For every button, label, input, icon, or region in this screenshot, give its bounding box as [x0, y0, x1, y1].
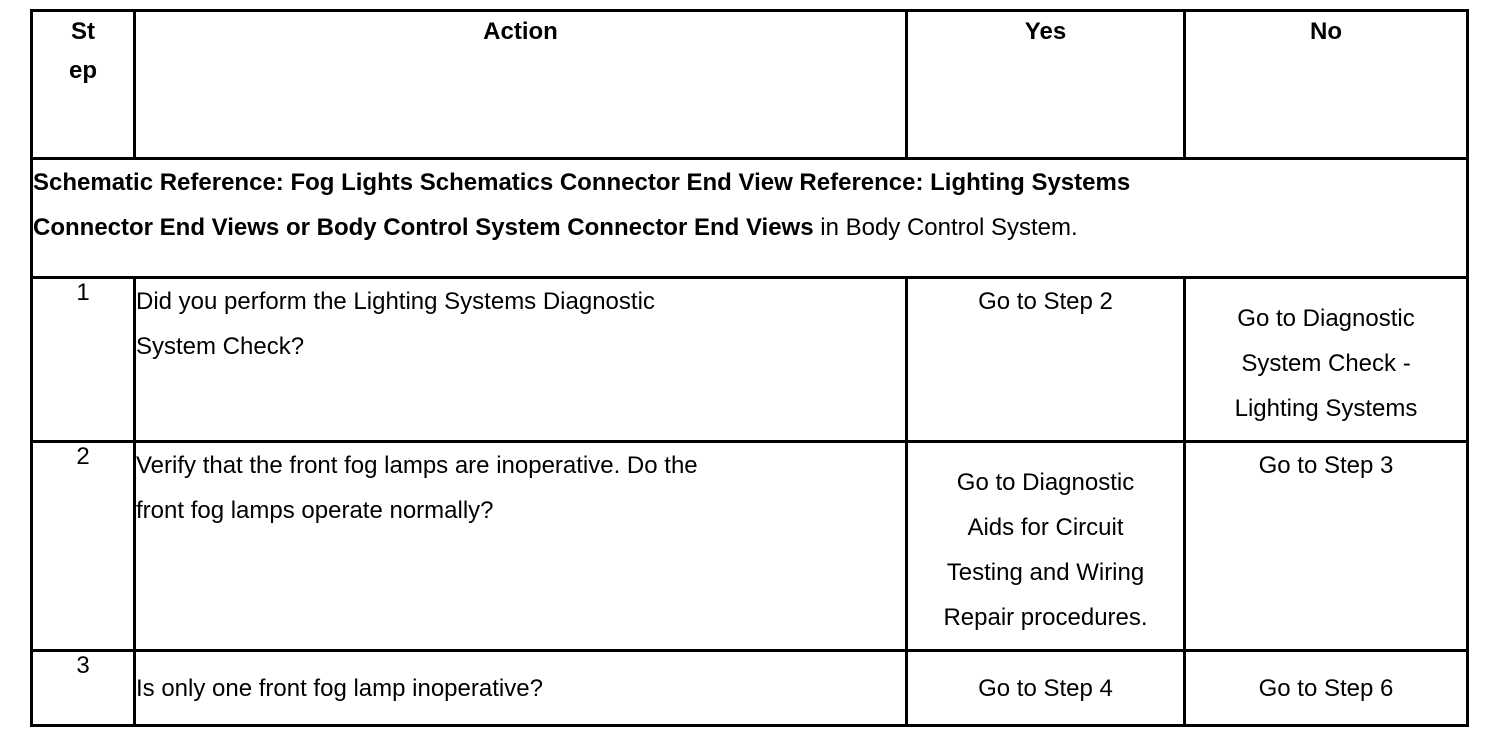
no-line: Go to Step 6	[1258, 674, 1394, 702]
no-line: System Check -	[1241, 350, 1411, 377]
reference-row: Schematic Reference: Fog Lights Schemati…	[30, 157, 1469, 279]
action-line: front fog lamps operate normally?	[136, 497, 494, 524]
header-step: St ep	[30, 9, 136, 160]
table-row: 1 Did you perform the Lighting Systems D…	[30, 276, 1469, 443]
no-line: Go to Diagnostic	[1237, 305, 1415, 332]
yes-line: Go to Step 2	[978, 288, 1113, 315]
yes-line: Testing and Wiring	[946, 559, 1145, 586]
no-cell: Go to Diagnostic System Check - Lighting…	[1183, 276, 1469, 443]
header-action: Action	[133, 9, 908, 160]
yes-cell: Go to Step 2	[905, 276, 1186, 443]
header-yes: Yes	[905, 9, 1186, 160]
header-row: St ep Action Yes No	[30, 9, 1469, 160]
action-cell: Is only one front fog lamp inoperative?	[133, 649, 908, 727]
no-line: Go to Step 3	[1258, 452, 1394, 479]
no-line: Lighting Systems	[1234, 395, 1418, 422]
diagnostic-table: St ep Action Yes No Schematic Reference:…	[30, 9, 1469, 727]
action-cell: Did you perform the Lighting Systems Dia…	[133, 276, 908, 443]
action-line: Verify that the front fog lamps are inop…	[136, 452, 698, 479]
action-line: Did you perform the Lighting Systems Dia…	[136, 288, 655, 315]
reference-normal: in Body Control System.	[813, 214, 1078, 241]
yes-line: Go to Step 4	[978, 674, 1113, 702]
table-row: 3 Is only one front fog lamp inoperative…	[30, 649, 1469, 727]
header-no: No	[1183, 9, 1469, 160]
yes-line: Go to Diagnostic	[956, 469, 1135, 496]
step-number: 3	[30, 649, 136, 727]
yes-line: Repair procedures.	[943, 604, 1148, 631]
step-number: 2	[30, 440, 136, 652]
reference-cell: Schematic Reference: Fog Lights Schemati…	[30, 157, 1469, 279]
yes-cell: Go to Step 4	[905, 649, 1186, 727]
header-step-line2: ep	[68, 57, 97, 84]
yes-line: Aids for Circuit	[967, 514, 1124, 541]
table-row: 2 Verify that the front fog lamps are in…	[30, 440, 1469, 652]
yes-cell: Go to Diagnostic Aids for Circuit Testin…	[905, 440, 1186, 652]
action-line: System Check?	[136, 333, 305, 360]
reference-bold-1: Schematic Reference: Fog Lights Schemati…	[33, 169, 1131, 196]
action-cell: Verify that the front fog lamps are inop…	[133, 440, 908, 652]
no-cell: Go to Step 3	[1183, 440, 1469, 652]
reference-bold-2: Connector End Views or Body Control Syst…	[33, 214, 814, 241]
action-line: Is only one front fog lamp inoperative?	[136, 674, 543, 702]
step-number: 1	[30, 276, 136, 443]
header-step-line1: St	[71, 18, 95, 45]
no-cell: Go to Step 6	[1183, 649, 1469, 727]
